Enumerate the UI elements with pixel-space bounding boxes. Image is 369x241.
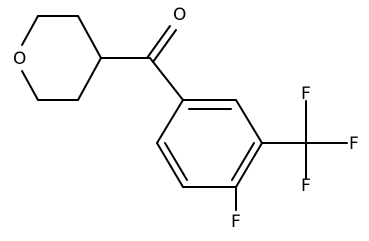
aromatic-inner-bond-right bbox=[231, 142, 255, 181]
bond-c2-c3 bbox=[235, 99, 263, 144]
bond-c4-c5 bbox=[77, 57, 102, 101]
bond-carbonyl-aryl bbox=[149, 57, 184, 101]
substituent-bonds bbox=[235, 100, 348, 211]
ring-oxygen-label: O bbox=[13, 49, 26, 69]
carbonyl-double-bond-a bbox=[146, 25, 171, 59]
bond-c5-c6 bbox=[156, 142, 184, 188]
tetrahydropyran-ring bbox=[21, 15, 102, 101]
carbonyl-double-bond-b bbox=[152, 29, 177, 63]
bond-o-c2 bbox=[21, 15, 39, 46]
benzene-ring bbox=[156, 99, 263, 188]
bond-c3-c4 bbox=[77, 15, 102, 59]
ketone-group bbox=[100, 25, 184, 101]
bond-c6-c1 bbox=[156, 99, 184, 144]
cf3-fluorine-bottom-label: F bbox=[301, 176, 311, 196]
carbonyl-oxygen-label: O bbox=[173, 5, 186, 25]
bond-c6-o bbox=[21, 70, 39, 101]
bond-c3-c4 bbox=[235, 142, 263, 188]
cf3-fluorine-top-label: F bbox=[301, 84, 311, 104]
aryl-fluorine-label: F bbox=[231, 212, 241, 232]
aromatic-inner-bond-left bbox=[164, 142, 188, 181]
cf3-fluorine-right-label: F bbox=[349, 134, 359, 154]
